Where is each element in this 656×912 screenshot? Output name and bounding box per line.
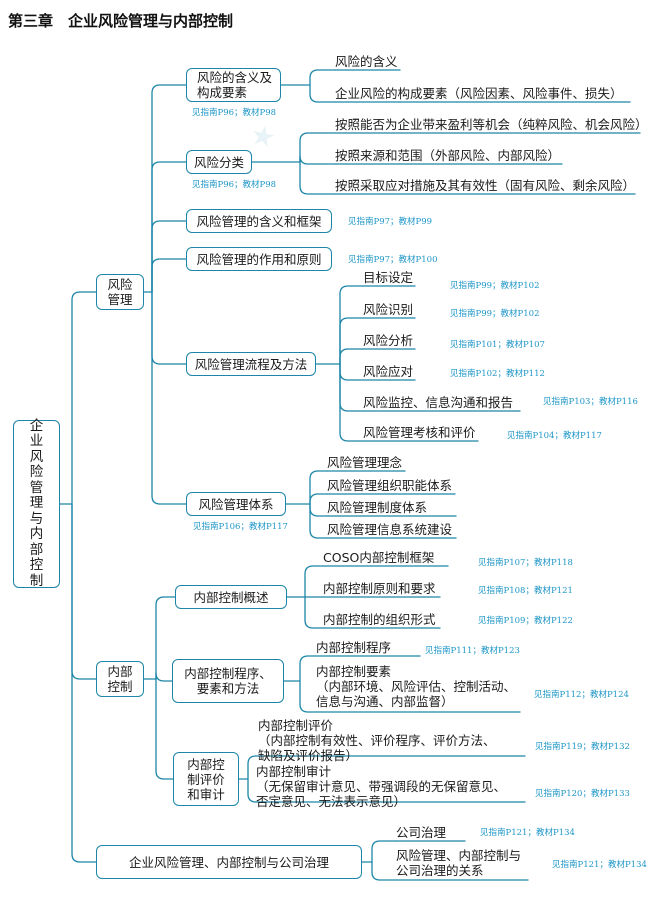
connector bbox=[339, 363, 364, 412]
connector bbox=[339, 348, 364, 365]
connector bbox=[371, 861, 397, 881]
ref-process-5: 见指南P104；教材P117 bbox=[507, 431, 602, 441]
leaf-governance-1: 风险管理、内部控制与 公司治理的关系 bbox=[396, 848, 522, 878]
node-internal-control: 内部 控制 bbox=[96, 661, 144, 697]
node-risk-role: 风险管理的作用和原则 bbox=[186, 247, 332, 271]
connector bbox=[304, 596, 324, 629]
ref-governance-1: 见指南P121；教材P134 bbox=[552, 860, 647, 870]
node-risk-classify: 风险分类 bbox=[186, 150, 252, 174]
ref-risk-role: 见指南P97；教材P100 bbox=[348, 255, 438, 265]
leaf-risk-classify-0: 按照能否为企业带来盈利等机会（纯粹风险、机会风险） bbox=[335, 117, 648, 132]
ref-overview-0: 见指南P107；教材P118 bbox=[478, 558, 573, 568]
connector bbox=[155, 678, 174, 780]
node-risk-system: 风险管理体系 bbox=[186, 492, 286, 516]
connector bbox=[339, 363, 364, 381]
ref-process-0: 见指南P99；教材P102 bbox=[450, 281, 540, 291]
connector bbox=[71, 503, 97, 680]
leaf-process-4: 风险监控、信息沟通和报告 bbox=[363, 395, 514, 410]
node-control-evaluation: 内部控 制评价 和审计 bbox=[173, 752, 239, 806]
node-risk-meaning: 风险的含义及 构成要素 bbox=[186, 68, 281, 102]
connector bbox=[309, 84, 336, 103]
ref-procedure-0: 见指南P111；教材P123 bbox=[425, 646, 520, 656]
leaf-process-5: 风险管理考核和评价 bbox=[363, 425, 476, 440]
connector bbox=[304, 565, 324, 598]
node-governance: 企业风险管理、内部控制与公司治理 bbox=[96, 845, 362, 879]
leaf-system-0: 风险管理理念 bbox=[327, 455, 403, 470]
ref-procedure-1: 见指南P112；教材P124 bbox=[534, 690, 629, 700]
connector bbox=[371, 840, 397, 863]
ref-process-2: 见指南P101；教材P107 bbox=[450, 340, 545, 350]
ref-evaluation-1: 见指南P120；教材P133 bbox=[535, 789, 630, 799]
ref-risk-classify: 见指南P96；教材P98 bbox=[192, 180, 277, 190]
leaf-process-3: 风险应对 bbox=[363, 364, 414, 379]
ref-process-1: 见指南P99；教材P102 bbox=[450, 309, 540, 319]
connector bbox=[151, 291, 187, 365]
connector bbox=[151, 258, 187, 293]
connector bbox=[339, 285, 364, 365]
ref-overview-2: 见指南P109；教材P122 bbox=[478, 616, 573, 626]
node-risk-framework: 风险管理的含义和框架 bbox=[186, 209, 332, 233]
connector bbox=[71, 503, 97, 863]
node-risk-process: 风险管理流程及方法 bbox=[186, 352, 316, 376]
leaf-system-1: 风险管理组织职能体系 bbox=[327, 478, 453, 493]
connector bbox=[151, 220, 187, 293]
leaf-risk-classify-2: 按照采取应对措施及其有效性（固有风险、剩余风险） bbox=[335, 178, 636, 193]
connector bbox=[299, 655, 317, 682]
leaf-evaluation-1: 内部控制审计 （无保留审计意见、带强调段的无保留意见、 否定意见、无法表示意见） bbox=[256, 764, 507, 809]
leaf-process-2: 风险分析 bbox=[363, 333, 414, 348]
leaf-evaluation-0: 内部控制评价 （内部控制有效性、评价程序、评价方法、 缺陷及评价报告） bbox=[258, 718, 496, 763]
leaf-overview-1: 内部控制原则和要求 bbox=[323, 581, 436, 596]
connector bbox=[299, 161, 336, 195]
leaf-risk-meaning-1: 企业风险的构成要素（风险因素、风险事件、损失） bbox=[335, 86, 623, 101]
ref-risk-system: 见指南P106；教材P117 bbox=[193, 522, 288, 532]
leaf-procedure-1: 内部控制要素 （内部环境、风险评估、控制活动、 信息与沟通、内部监督） bbox=[316, 664, 517, 709]
connector bbox=[151, 161, 187, 293]
ref-risk-framework: 见指南P97；教材P99 bbox=[348, 217, 433, 227]
connector bbox=[299, 680, 317, 713]
leaf-overview-0: COSO内部控制框架 bbox=[323, 550, 435, 565]
leaf-process-1: 风险识别 bbox=[363, 302, 414, 317]
connector bbox=[155, 596, 176, 680]
leaf-system-2: 风险管理制度体系 bbox=[327, 500, 428, 515]
ref-overview-1: 见指南P108；教材P121 bbox=[478, 586, 573, 596]
connector bbox=[299, 155, 336, 165]
leaf-governance-0: 公司治理 bbox=[396, 825, 447, 840]
leaf-process-0: 目标设定 bbox=[363, 270, 414, 285]
connector bbox=[309, 493, 328, 505]
ref-process-3: 见指南P102；教材P112 bbox=[450, 369, 545, 379]
ref-process-4: 见指南P103；教材P116 bbox=[543, 397, 638, 407]
connector bbox=[309, 69, 336, 86]
connector bbox=[309, 470, 328, 505]
connector bbox=[309, 503, 328, 517]
ref-governance-0: 见指南P121；教材P134 bbox=[480, 828, 575, 838]
connector bbox=[71, 291, 97, 505]
connector bbox=[299, 132, 336, 163]
node-control-procedure: 内部控制程序、 要素和方法 bbox=[172, 659, 284, 703]
connector bbox=[155, 672, 173, 682]
connector bbox=[339, 317, 364, 365]
ref-risk-meaning: 见指南P96；教材P98 bbox=[192, 108, 277, 118]
connector bbox=[151, 291, 187, 505]
leaf-system-3: 风险管理信息系统建设 bbox=[327, 522, 453, 537]
page-title: 第三章 企业风险管理与内部控制 bbox=[8, 12, 234, 30]
connector bbox=[247, 755, 259, 780]
leaf-risk-classify-1: 按照来源和范围（外部风险、内部风险） bbox=[335, 148, 561, 163]
ref-evaluation-0: 见指南P119；教材P132 bbox=[535, 742, 630, 752]
node-control-overview: 内部控制概述 bbox=[175, 585, 287, 609]
leaf-overview-2: 内部控制的组织形式 bbox=[323, 612, 436, 627]
leaf-risk-meaning-0: 风险的含义 bbox=[335, 54, 398, 69]
root-node: 企 业 风 险 管 理 与 内 部 控 制 bbox=[13, 418, 60, 589]
connector bbox=[339, 363, 364, 442]
connector bbox=[247, 778, 257, 803]
connector bbox=[151, 84, 187, 293]
connector bbox=[309, 503, 328, 539]
node-risk-management: 风险 管理 bbox=[96, 274, 144, 310]
leaf-procedure-0: 内部控制程序 bbox=[316, 640, 392, 655]
